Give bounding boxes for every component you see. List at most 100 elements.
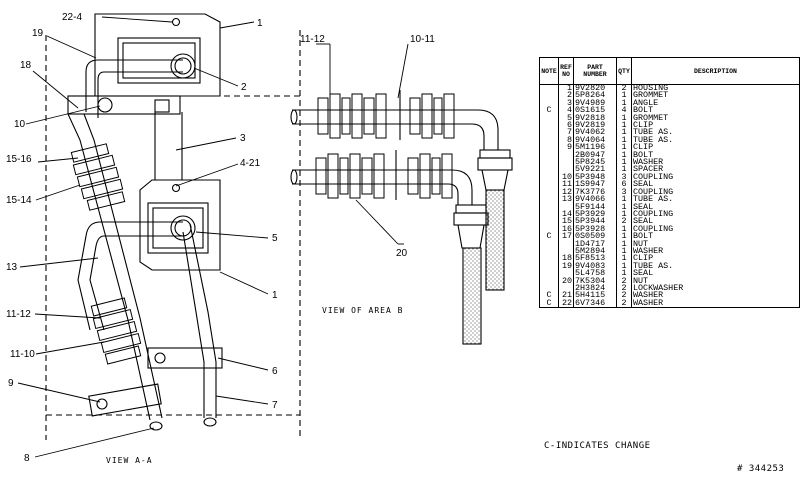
cell-qty: 1: [616, 121, 632, 129]
callout: 10: [14, 119, 26, 130]
cell-qty: 6: [616, 180, 632, 189]
cell-note: [539, 225, 559, 234]
cell-description: CLIP: [631, 121, 800, 129]
cell-ref: 8: [558, 135, 574, 144]
cell-ref: 5: [558, 113, 574, 122]
cell-note: [539, 99, 559, 108]
cell-part-number: 2H3824: [573, 284, 617, 292]
cell-part-number: 7K3776: [573, 187, 617, 196]
cell-part-number: 1D4717: [573, 239, 617, 248]
cell-note: [539, 284, 559, 293]
leader-lines-middle: [316, 43, 409, 245]
cell-part-number: 5H4115: [573, 291, 617, 300]
callouts-left: 22-4 19 18 10 15-16 15-14 13 11-12 11-10…: [6, 12, 278, 464]
cell-part-number: 9V4062: [573, 128, 617, 137]
cell-part-number: 9V2818: [573, 113, 617, 122]
cell-ref: 9: [558, 143, 574, 152]
callout: 8: [24, 453, 30, 464]
change-footnote: C-INDICATES CHANGE: [544, 441, 651, 451]
cell-ref: 15: [558, 217, 574, 226]
cell-qty: 1: [616, 261, 632, 270]
callout: 19: [32, 28, 44, 39]
cell-description: WASHER: [631, 291, 800, 300]
cell-part-number: 5P3948: [573, 172, 617, 181]
cell-ref: 10: [558, 172, 574, 181]
cell-qty: 3: [616, 172, 632, 181]
cell-part-number: 5P3944: [573, 217, 617, 226]
cell-qty: 1: [616, 98, 632, 107]
cell-note: [539, 203, 559, 211]
cell-ref: 17: [558, 232, 574, 241]
cell-qty: 1: [616, 269, 632, 278]
view-b-assembly: [290, 90, 513, 345]
cell-note: C: [539, 232, 559, 241]
cell-part-number: 5P8264: [573, 91, 617, 100]
cell-part-number: 5M2894: [573, 246, 617, 255]
cell-note: C: [539, 106, 559, 115]
cell-ref: 4: [558, 106, 574, 115]
cell-note: [539, 188, 559, 197]
cell-description: SEAL: [631, 217, 800, 226]
cell-part-number: 6V7346: [573, 299, 617, 309]
cell-qty: 1: [616, 195, 632, 204]
callouts-middle: 11-12 10-11 20: [300, 34, 435, 259]
cell-note: [539, 270, 559, 278]
cell-part-number: 9V4064: [573, 135, 617, 144]
cell-note: [539, 210, 559, 219]
header-note: NOTE: [539, 57, 559, 85]
cell-description: TUBE AS.: [631, 128, 800, 137]
cell-note: [539, 136, 559, 145]
cell-qty: 2: [616, 84, 632, 93]
cell-qty: 1: [616, 135, 632, 144]
cell-qty: 1: [616, 128, 632, 137]
cell-part-number: 7K5304: [573, 276, 617, 285]
cell-ref: [558, 203, 574, 211]
cell-description: TUBE AS.: [631, 261, 800, 270]
cell-description: COUPLING: [631, 172, 800, 181]
cell-qty: 1: [616, 165, 632, 174]
cell-description: WASHER: [631, 158, 800, 167]
cell-ref: 20: [558, 276, 574, 285]
cell-note: [539, 247, 559, 256]
callout: 9: [8, 378, 14, 389]
cell-qty: 1: [616, 143, 632, 152]
cell-part-number: 9V4066: [573, 195, 617, 204]
callout: 6: [272, 366, 278, 377]
callout: 22-4: [62, 12, 82, 23]
cell-ref: 16: [558, 224, 574, 233]
header-description: DESCRIPTION: [631, 57, 800, 85]
cell-part-number: 0S1615: [573, 106, 617, 115]
cell-description: CLIP: [631, 143, 800, 152]
cell-part-number: 5P3929: [573, 209, 617, 218]
cell-note: [539, 129, 559, 137]
cell-description: BOLT: [631, 232, 800, 241]
cell-description: COUPLING: [631, 209, 800, 218]
cell-ref: [558, 240, 574, 248]
cell-qty: 1: [616, 158, 632, 167]
cell-ref: 22: [558, 299, 574, 309]
cell-part-number: 9V2820: [573, 84, 617, 93]
cell-ref: [558, 270, 574, 278]
cell-qty: 1: [616, 246, 632, 255]
callout: 10-11: [410, 34, 435, 45]
callout: 3: [240, 133, 246, 144]
cell-ref: 2: [558, 91, 574, 100]
cell-ref: 6: [558, 121, 574, 129]
cell-qty: 2: [616, 299, 632, 309]
callout: 15-14: [6, 195, 32, 206]
